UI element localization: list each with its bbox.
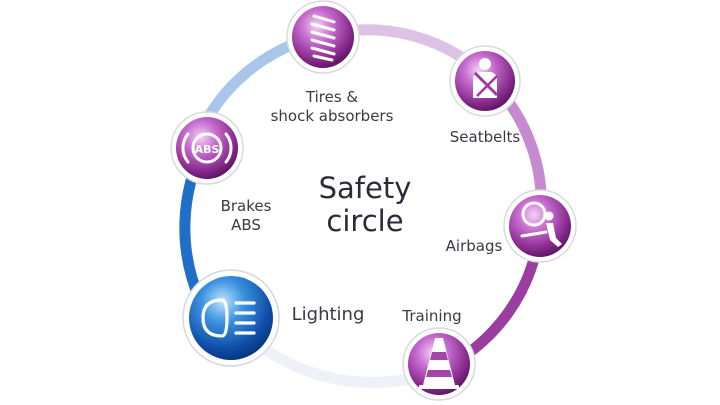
label-lighting: Lighting bbox=[291, 304, 365, 325]
spring-icon bbox=[310, 14, 336, 62]
seatbelt-person-icon bbox=[473, 58, 499, 98]
airbag-person-icon bbox=[520, 201, 562, 247]
node-lighting bbox=[182, 269, 280, 367]
label-tires: Tires & shock absorbers bbox=[270, 88, 394, 125]
node-airbags bbox=[503, 189, 577, 263]
label-brakes: Brakes ABS bbox=[220, 197, 272, 234]
node-tires bbox=[286, 0, 360, 74]
node-training bbox=[402, 327, 476, 401]
node-seatbelts bbox=[449, 45, 521, 117]
label-training: Training bbox=[402, 307, 462, 325]
diagram-title: Safety circle bbox=[318, 171, 412, 238]
headlight-icon bbox=[201, 298, 256, 338]
abs-icon: ABS bbox=[181, 132, 233, 164]
abs-icon-text: ABS bbox=[195, 143, 220, 156]
label-seatbelts: Seatbelts bbox=[449, 128, 521, 146]
label-airbags: Airbags bbox=[445, 237, 503, 255]
node-brakes: ABS bbox=[170, 111, 244, 185]
traffic-cone-icon bbox=[419, 338, 459, 389]
